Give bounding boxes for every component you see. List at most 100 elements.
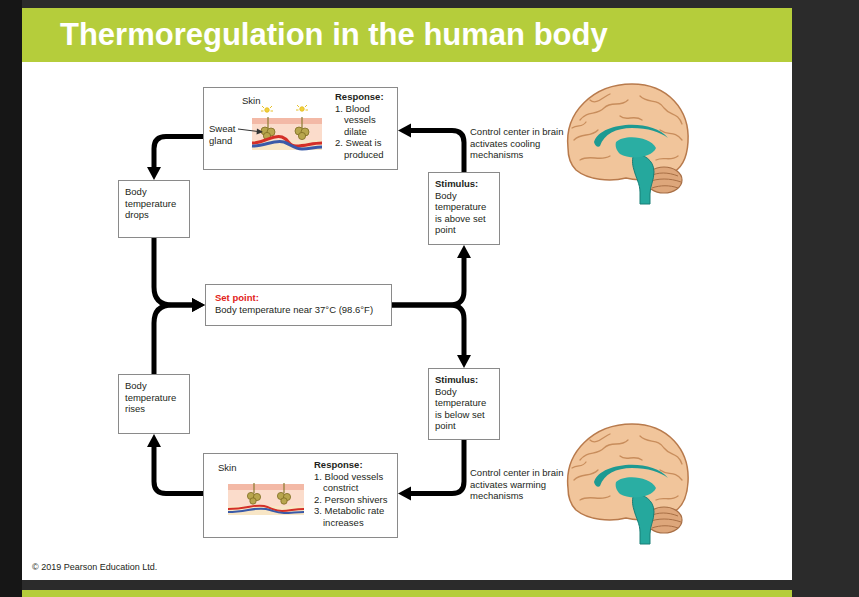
subcutis: [228, 506, 304, 515]
gland-coil: [247, 492, 254, 499]
part-label: Skin: [218, 462, 248, 474]
brain-illustration: [568, 84, 688, 204]
slide-title: Thermoregulation in the human body: [60, 17, 608, 53]
sweat-duct: [283, 483, 284, 493]
gland-coil: [277, 492, 284, 499]
response-text: Response:1. Blood vessels constrict2. Pe…: [314, 459, 398, 528]
flow-line: [154, 444, 203, 494]
artery: [252, 136, 322, 146]
flow-arrow: [392, 245, 471, 305]
callout-note: Control center in brain activates warmin…: [470, 467, 566, 502]
box-text: Body temperature rises: [125, 380, 183, 415]
brain-illustration: [568, 424, 688, 544]
gland-coil: [295, 127, 303, 135]
droplet-ray: [297, 105, 299, 107]
part-label: Sweat gland: [209, 123, 243, 146]
droplet-ray: [296, 110, 299, 111]
process-box: Body temperature drops: [118, 180, 190, 238]
leader-line: [238, 129, 258, 132]
gland-coil: [263, 132, 270, 139]
list-item: 2. Person shivers: [314, 494, 398, 506]
gland-coil: [267, 128, 275, 136]
droplet: [300, 107, 304, 111]
arrowhead: [147, 434, 161, 447]
leader-arrowhead: [257, 129, 264, 135]
droplet-ray: [271, 111, 274, 112]
sweat-gland: [247, 492, 290, 504]
gland-coil: [301, 128, 309, 136]
box-heading: Response:: [335, 91, 397, 103]
vein: [228, 509, 304, 513]
arrowhead: [192, 298, 205, 312]
arrowhead: [457, 355, 471, 368]
response-box: Skin Response:1. Blood vessels constrict2…: [203, 453, 398, 538]
flow-arrow: [392, 305, 471, 368]
flow-line: [154, 137, 203, 171]
dermis: [228, 490, 304, 506]
sweat-gland: [261, 127, 309, 140]
flow-arrow: [154, 238, 205, 312]
droplet-ray: [305, 105, 307, 107]
subcutis: [252, 140, 322, 150]
arrowhead: [398, 487, 411, 501]
artery: [228, 506, 304, 511]
box-text: Body temperature is above set point: [435, 190, 493, 236]
page-edge: [0, 0, 22, 597]
droplet-ray: [306, 110, 309, 111]
list-item: 1. Blood vessels constrict: [314, 471, 398, 494]
flow-arrow: [147, 434, 203, 494]
list-item: 3. Metabolic rate increases: [314, 505, 398, 528]
sweat-duct: [253, 483, 254, 493]
flow-arrow: [398, 440, 464, 501]
process-box: Body temperature rises: [118, 374, 190, 434]
flow-line: [408, 440, 464, 494]
box-heading: Response:: [314, 459, 398, 471]
callout-note: Control center in brain activates coolin…: [470, 126, 566, 161]
flow-arrow: [154, 298, 205, 374]
gland-coil: [298, 132, 305, 139]
flow-line: [408, 131, 464, 173]
droplet: [265, 108, 269, 112]
flow-line: [154, 238, 195, 305]
list-item: 1. Blood vessels dilate: [335, 103, 397, 138]
flow-arrow: [398, 124, 464, 173]
box-text: Body temperature drops: [125, 186, 183, 221]
response-box: SkinSweat gland Response:1. Blood vessels…: [203, 87, 398, 170]
list-item: 2. Sweat is produced: [335, 137, 397, 160]
droplet-ray: [262, 106, 264, 108]
droplet-ray: [261, 111, 264, 112]
gland-coil: [250, 498, 256, 504]
box-heading: Stimulus:: [435, 374, 493, 386]
box-heading: Stimulus:: [435, 178, 493, 190]
process-box: Stimulus:Body temperature is below set p…: [428, 368, 500, 440]
epidermis: [228, 484, 304, 490]
flow-line: [392, 255, 464, 305]
arrowhead: [457, 245, 471, 258]
epidermis: [252, 118, 322, 124]
sweat-duct: [301, 117, 302, 128]
gland-coil: [261, 127, 269, 135]
sweat-duct: [267, 117, 268, 128]
box-text: Body temperature near 37°C (98.6°F): [215, 304, 382, 316]
set-point-box: Set point:Body temperature near 37°C (98…: [205, 284, 392, 326]
gland-coil: [281, 498, 287, 504]
footer-band: [22, 590, 792, 597]
gland-coil: [283, 493, 290, 500]
box-heading: Set point:: [215, 292, 382, 304]
title-band: Thermoregulation in the human body: [22, 8, 792, 62]
part-label: Skin: [242, 95, 272, 107]
sweat-droplet: [261, 105, 308, 112]
dermis: [252, 124, 322, 140]
skin-illustration: [228, 483, 304, 515]
copyright-note: © 2019 Pearson Education Ltd.: [32, 562, 252, 574]
box-text: Body temperature is below set point: [435, 386, 493, 432]
arrowhead: [147, 167, 161, 180]
arrowhead: [192, 298, 205, 312]
skin-illustration: [252, 105, 322, 150]
response-text: Response:1. Blood vessels dilate2. Sweat…: [335, 91, 397, 160]
arrowhead: [398, 124, 411, 138]
